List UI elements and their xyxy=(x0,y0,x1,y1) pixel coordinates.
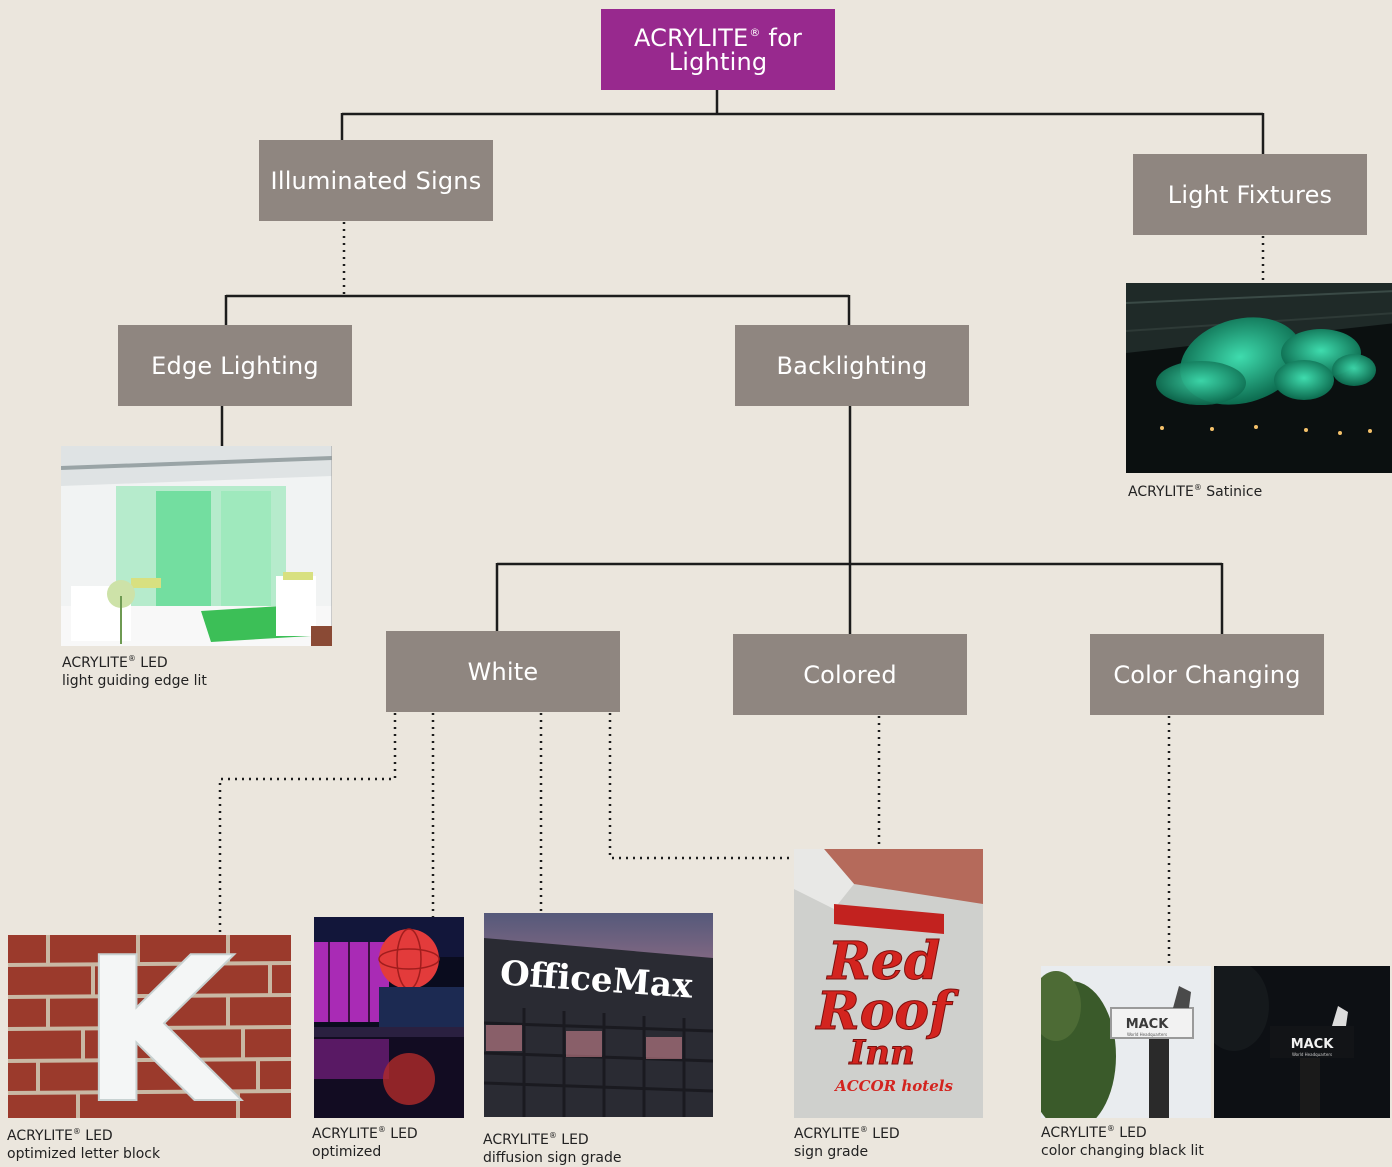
photo-roof-text: Roof xyxy=(815,981,960,1042)
photo-officemax-sign: OfficeMax xyxy=(484,913,713,1117)
root-node: ACRYLITE® for Lighting xyxy=(601,9,835,90)
photo-accor-text: ACCOR hotels xyxy=(833,1077,953,1095)
node-white: White xyxy=(386,631,620,712)
photo-mack-night: MACK World Headquarters xyxy=(1214,966,1390,1118)
photo-satinice-fixture xyxy=(1126,283,1392,473)
caption-diffusion: ACRYLITE® LED diffusion sign grade xyxy=(483,1131,622,1166)
node-illuminated-signs: Illuminated Signs xyxy=(259,140,493,221)
caption-optimized: ACRYLITE® LED optimized xyxy=(312,1125,418,1160)
root-line-2: Lighting xyxy=(668,47,768,76)
photo-mack-night-subtext: World Headquarters xyxy=(1292,1052,1332,1057)
photo-red-text: Red xyxy=(826,931,941,992)
photo-mack-day: MACK World Headquarters xyxy=(1041,966,1211,1118)
photo-mack-day-subtext: World Headquarters xyxy=(1127,1032,1167,1037)
photo-letter-k: K xyxy=(81,935,243,1118)
node-color-changing: Color Changing xyxy=(1090,634,1324,715)
photo-inn-text: Inn xyxy=(848,1033,914,1073)
photo-edge-lit-room xyxy=(61,446,332,646)
photo-letter-block: K xyxy=(8,935,291,1118)
caption-edge-lit: ACRYLITE® LED light guiding edge lit xyxy=(62,654,207,689)
node-backlighting: Backlighting xyxy=(735,325,969,406)
node-light-fixtures: Light Fixtures xyxy=(1133,154,1367,235)
photo-mack-night-text: MACK xyxy=(1291,1037,1335,1052)
caption-color-changing: ACRYLITE® LED color changing black lit xyxy=(1041,1124,1204,1159)
caption-satinice: ACRYLITE® Satinice xyxy=(1128,483,1263,500)
photo-red-roof-inn: Red Roof Inn ACCOR hotels xyxy=(794,849,983,1118)
photo-mack-day-text: MACK xyxy=(1126,1017,1170,1032)
node-edge-lighting: Edge Lighting xyxy=(118,325,352,406)
caption-letter-block: ACRYLITE® LED optimized letter block xyxy=(7,1127,161,1162)
caption-sign-grade: ACRYLITE® LED sign grade xyxy=(794,1125,900,1160)
photo-optimized-globe xyxy=(314,917,464,1118)
root-line-1: ACRYLITE® for xyxy=(633,23,803,52)
node-colored: Colored xyxy=(733,634,967,715)
